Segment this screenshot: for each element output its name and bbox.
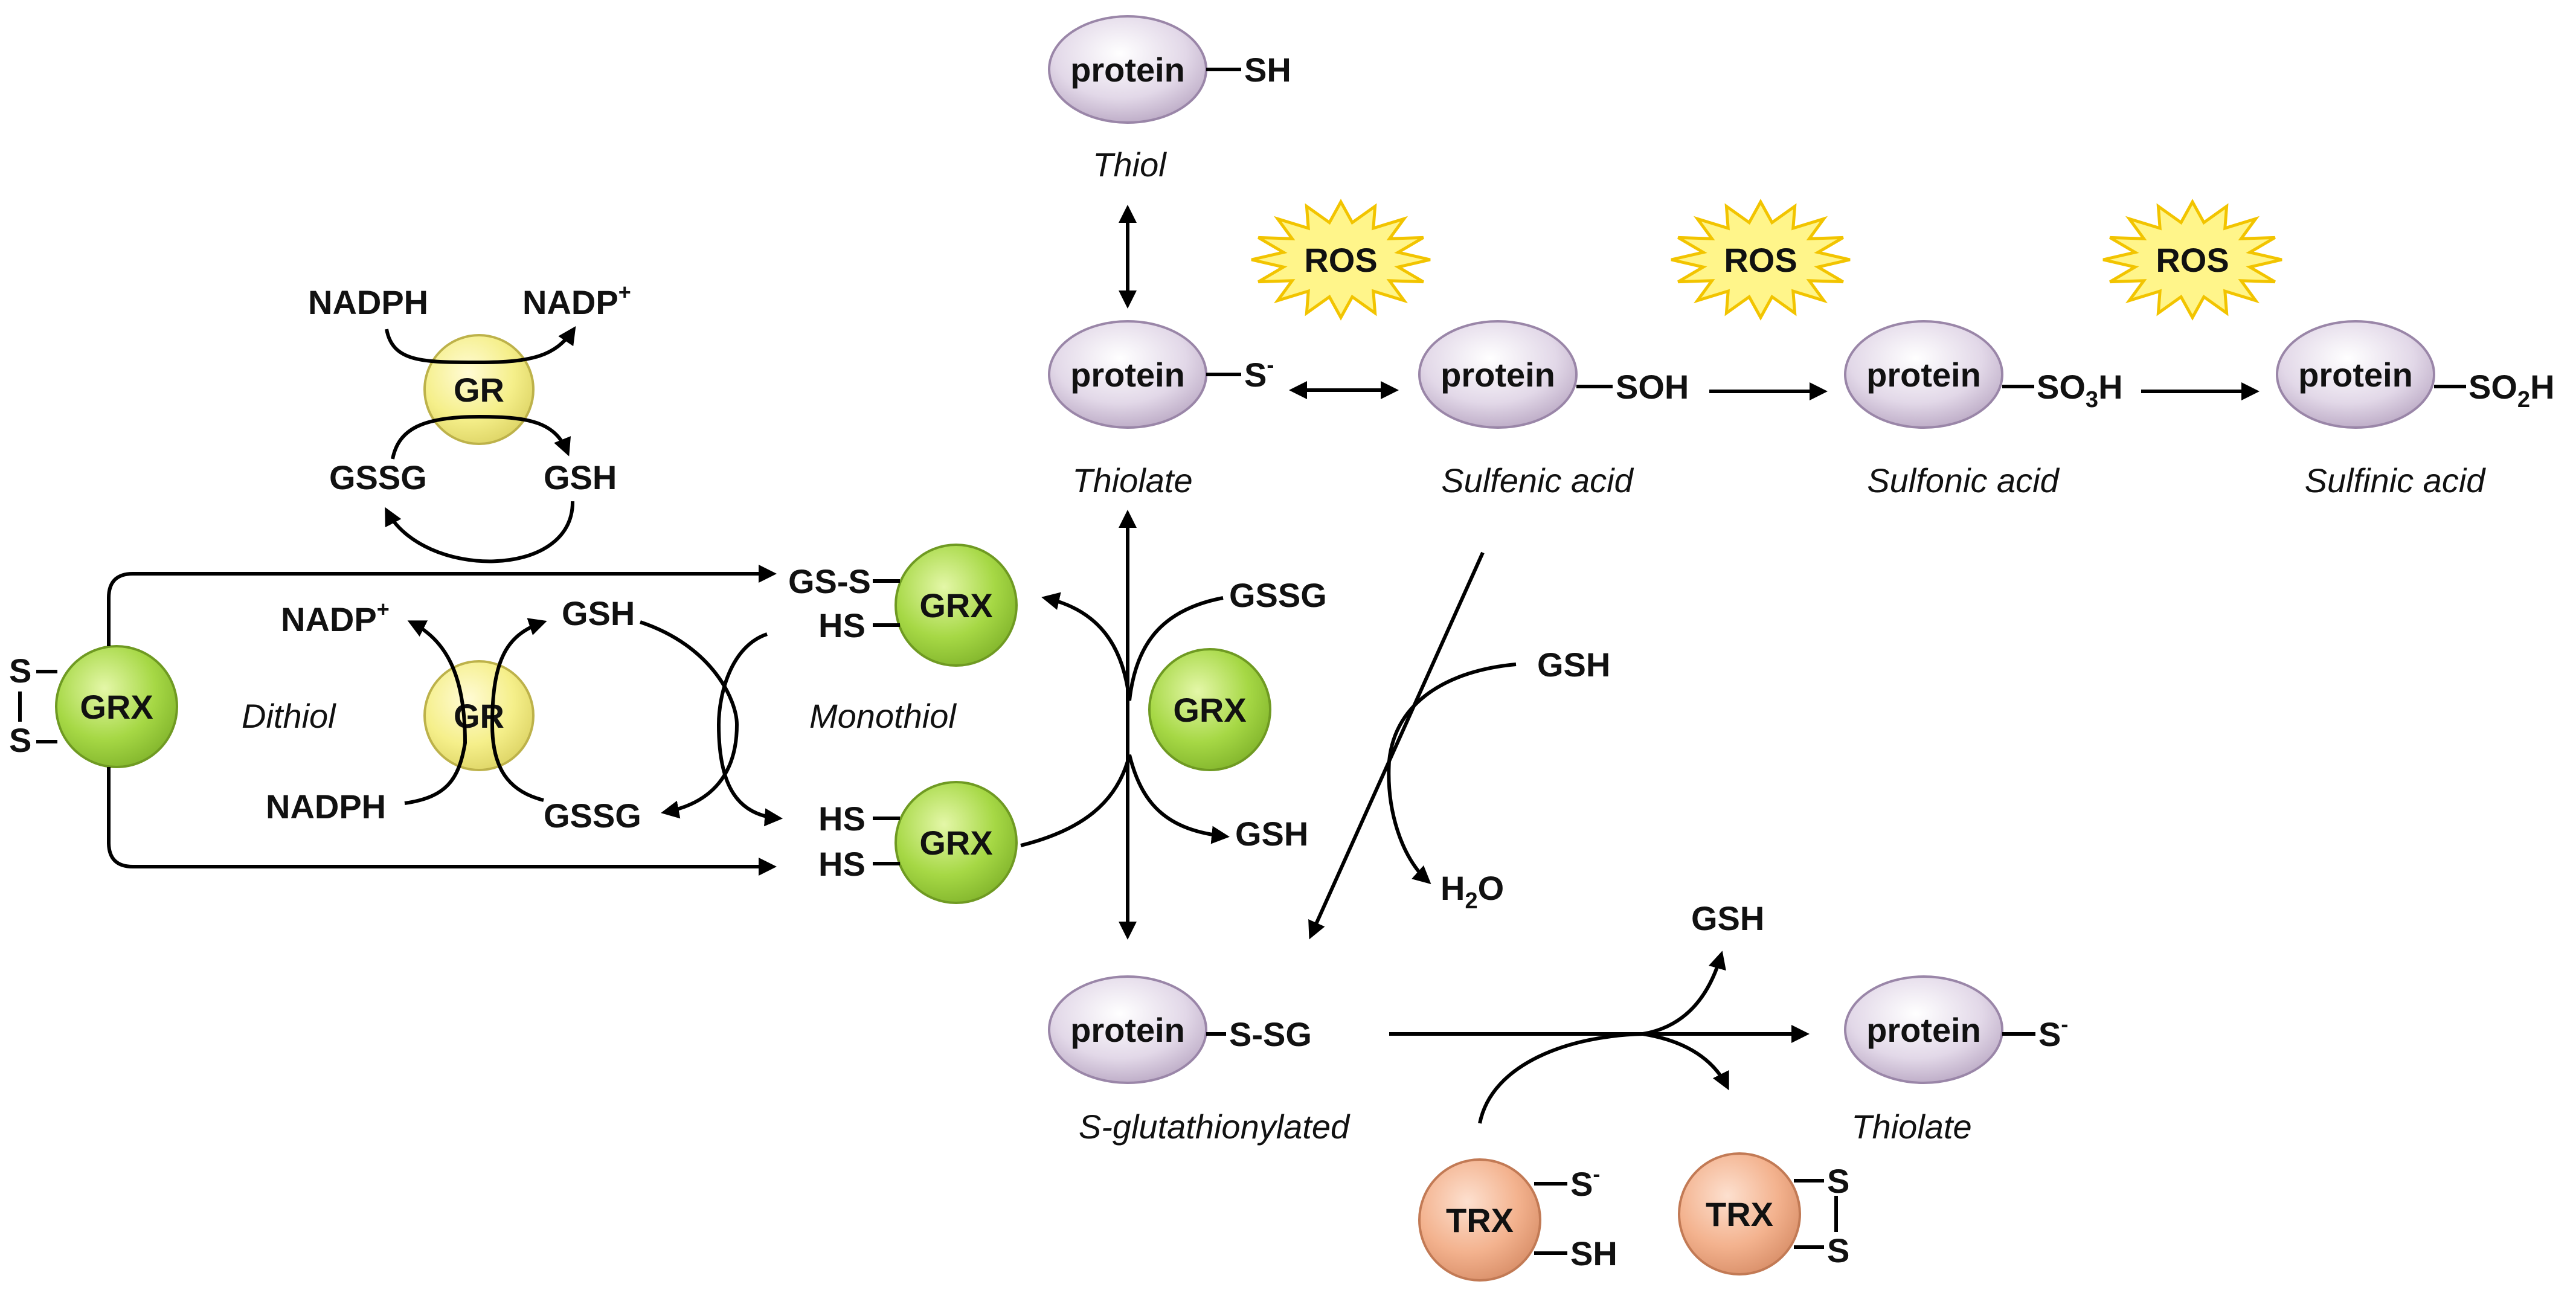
gsh-label: GSH [1235,815,1308,853]
ros-label: ROS [1724,241,1797,279]
trx-s-top: S [1827,1162,1849,1200]
thiolate-right-caption: Thiolate [1851,1108,1971,1146]
protein-label: protein [2298,356,2413,394]
protein-label: protein [1866,356,1981,394]
grx-label: GRX [919,824,992,862]
grx-glutathionylated: GRX GS-S HS [788,544,1018,667]
h2o-out-curve [1387,760,1431,884]
sulfonic-group: SO3H [2037,368,2123,412]
sulfonic-caption: Sulfonic acid [1867,461,2060,499]
thiolate-group: S- [1244,352,1274,394]
gsh-to-gssg-cross [640,620,739,819]
protein-label: protein [1441,356,1555,394]
protein-label: protein [1070,51,1185,89]
gsh-out-curve [1642,951,1726,1036]
dithiol-s-bottom: S [9,721,31,759]
dithiol-s-top: S [9,652,31,690]
gsh-label: GSH [544,458,617,496]
grx-label: GRX [919,586,992,624]
protein-sulfonic: protein SO3H [1844,320,2123,429]
thiol-group: SH [1244,51,1291,89]
h2o-label: H2O [1441,869,1504,914]
protein-label: protein [1866,1011,1981,1049]
gssg-to-gsh-curve [490,618,547,802]
hs-label: HS [818,800,866,838]
trx-sh: SH [1570,1234,1617,1272]
gr-label: GR [454,371,504,409]
trx-s-minus: S- [1570,1161,1600,1203]
dithiol-to-gss-arrow [107,565,777,646]
trx-label: TRX [1446,1201,1514,1239]
thiolate-right-group: S- [2038,1012,2068,1053]
protein-thiolate-right: protein S- [1844,975,2068,1084]
protein-thiolate: protein S- [1048,320,1274,429]
glutathionylated-caption: S-glutathionylated [1079,1108,1351,1146]
gr-center: GR [423,660,535,771]
protein-sulfinic: protein SO2H [2276,320,2555,429]
monothiol-caption: Monothiol [809,697,957,735]
gssg-to-gsh-curve [391,414,571,460]
protein-thiol: protein SH [1048,15,1291,124]
gsh-in-curve [1387,663,1517,762]
dithiol-to-hs-arrow [107,767,777,876]
gsh-recycle-curve [385,501,575,563]
trx-reduced: TRX S- SH [1418,1158,1617,1282]
sulfenic-group: SOH [1616,368,1689,406]
ros-burst: ROS [1251,199,1431,321]
trx-oxidized: TRX S S [1678,1152,1849,1276]
hs-label: HS [818,606,866,644]
thiol-caption: Thiol [1093,146,1167,184]
sulfenic-glutathionylated-arrow [1308,551,1485,940]
sulfenic-caption: Sulfenic acid [1441,461,1634,499]
protein-glutathionylated: protein S-SG [1048,975,1312,1084]
gssgrx-to-hsgrx-cross [716,632,783,827]
grx-label: GRX [1173,691,1246,729]
nadp-label: NADP+ [522,280,631,321]
ros-label: ROS [1304,241,1377,279]
gsh-label: GSH [562,594,635,632]
grx-to-gsh-curve [1020,754,1230,847]
grx-label: GRX [80,688,153,726]
trx-out-curve [1642,1032,1729,1091]
trx-in-curve [1478,1032,1643,1124]
ros-burst: ROS [1671,199,1851,321]
glutathionylated-group: S-SG [1229,1015,1312,1053]
dithiol-caption: Dithiol [242,697,336,735]
gr-top: GR [423,334,535,445]
ros-label: ROS [2156,241,2229,279]
protein-label: protein [1070,1011,1185,1049]
sulfinic-caption: Sulfinic acid [2305,461,2487,499]
trx-label: TRX [1706,1195,1773,1233]
protein-label: protein [1070,356,1185,394]
ros-burst: ROS [2102,199,2282,321]
nadp-label: NADP+ [281,597,390,638]
grx-reduced: GRX HS HS [818,781,1018,904]
protein-sulfenic: protein SOH [1418,320,1689,429]
gssg-to-grx-curve [1041,592,1224,701]
nadph-label: NADPH [266,788,386,826]
hs-label: HS [818,845,866,883]
grx-central: GRX [1148,648,1271,771]
grx-dithiol: GRX S S [9,645,178,768]
nadph-to-nadp-curve [404,620,467,805]
gssg-label: GSSG [1229,576,1327,614]
trx-s-bottom: S [1827,1231,1849,1269]
thiolate-caption: Thiolate [1072,461,1192,499]
gsh-label: GSH [1691,899,1764,937]
sulfinic-group: SO2H [2468,368,2555,412]
gssg-label: GSSG [329,458,427,496]
gsh-label: GSH [1537,646,1610,684]
nadph-to-nadp-curve [385,326,576,365]
nadph-label: NADPH [308,283,428,321]
gs-s-label: GS-S [788,562,871,600]
gssg-label: GSSG [544,797,641,835]
